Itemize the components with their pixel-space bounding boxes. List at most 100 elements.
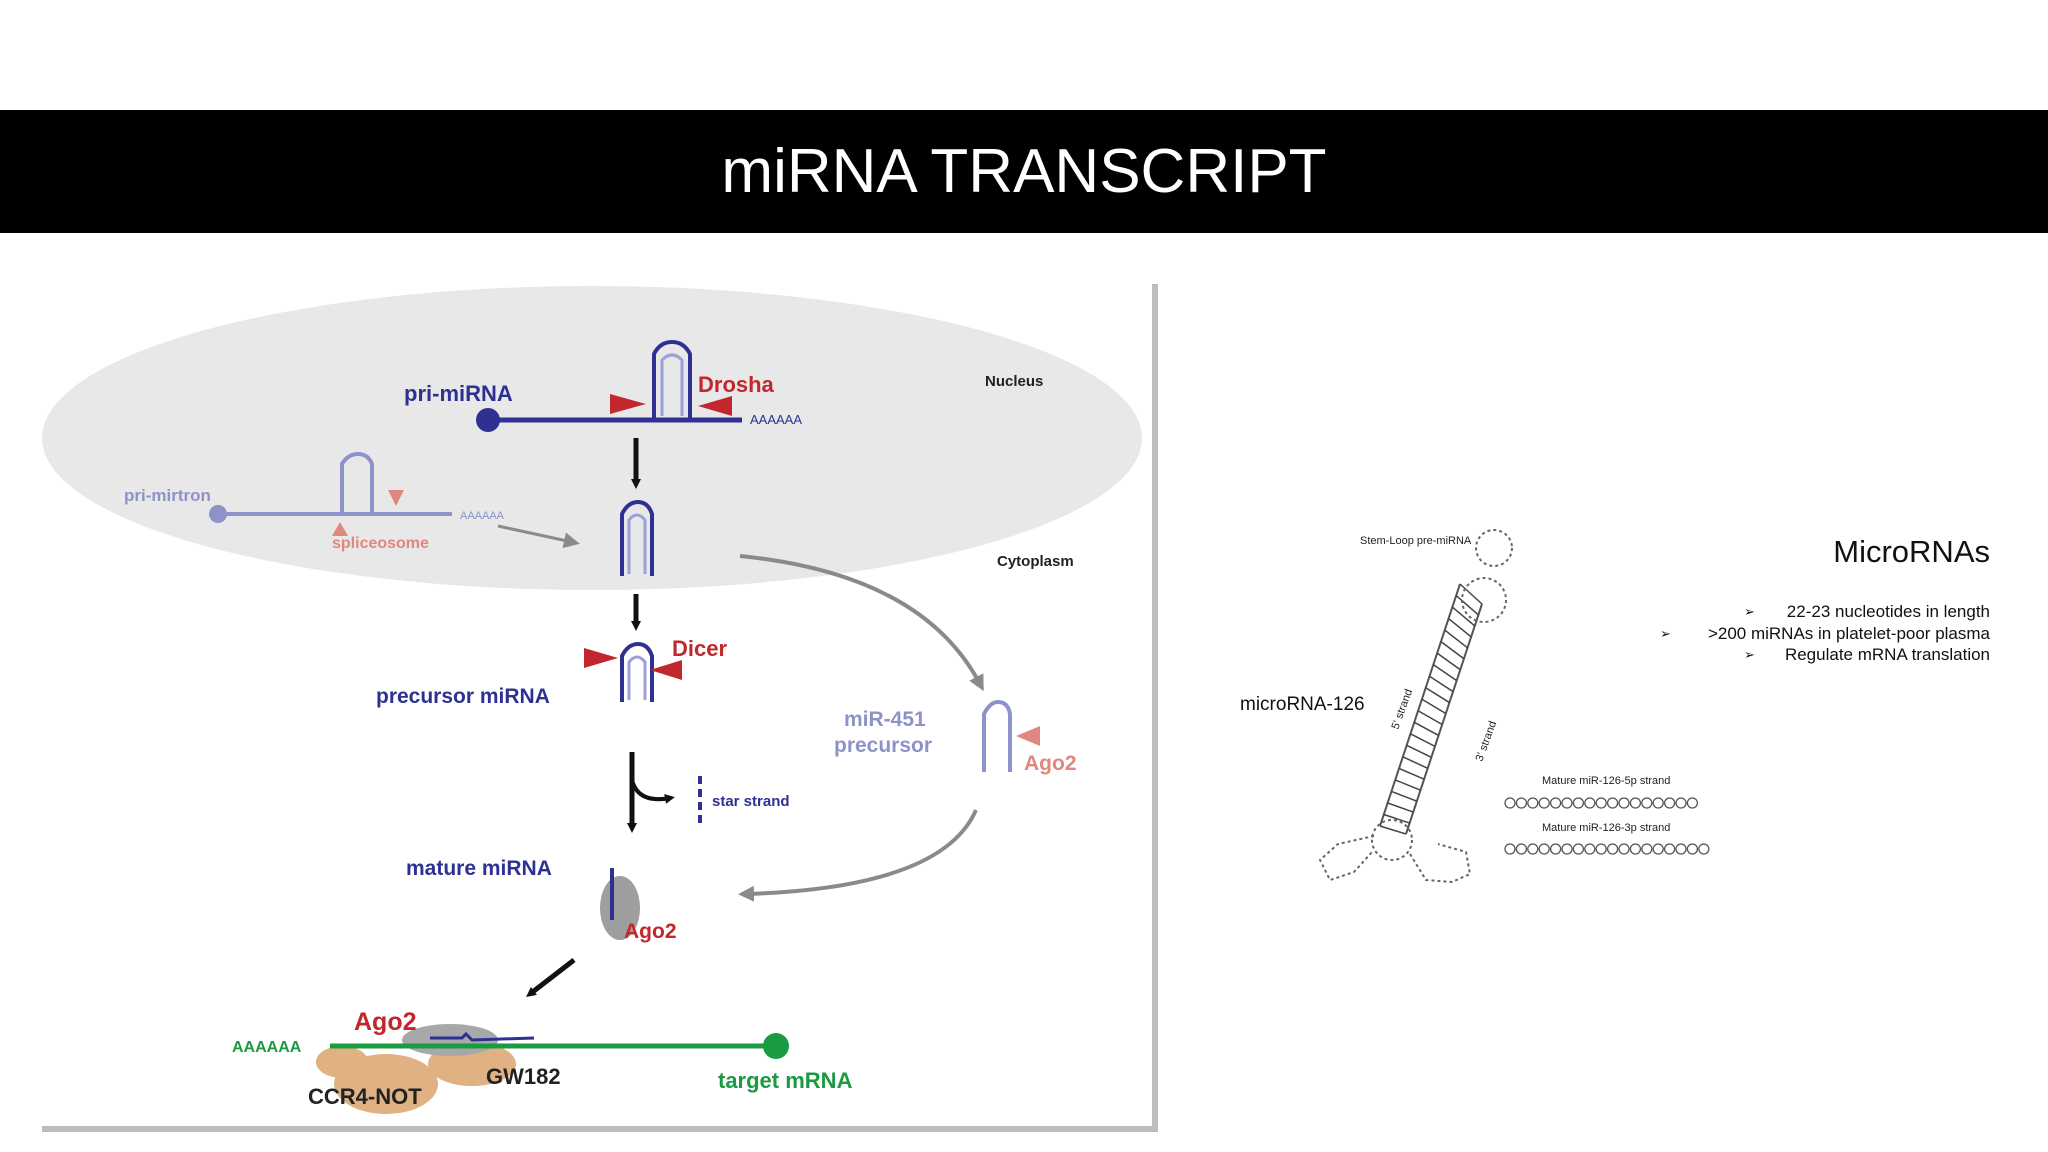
pathway-svg: Nucleus Cytoplasm pri-miRNA Drosha AAAAA… [42,286,1142,1114]
base-pair [1432,664,1458,682]
base-pair [1444,629,1468,649]
nucleotide-bead [1515,797,1528,809]
hairpin-left-arm [1318,835,1375,882]
hairpin-stem [1379,583,1483,835]
spliceosome-label: spliceosome [332,535,429,552]
base-pair [1421,698,1447,715]
ago2-mir451-label: Ago2 [1024,752,1077,775]
hairpin-right-arm [1409,843,1472,884]
nucleotide-bead [1572,843,1585,855]
nucleotide-bead [1618,843,1630,855]
bullet-3-marker-icon: ➢ [1744,647,1755,662]
pri-mirna-label: pri-miRNA [404,381,513,406]
nucleotide-bead [1629,843,1642,855]
base-pair [1413,721,1439,737]
title-bar: miRNA TRANSCRIPT [0,110,2048,233]
nucleotide-bead [1504,797,1516,809]
nucleotide-bead [1572,797,1585,809]
nucleotide-bead [1527,843,1539,855]
ccr4-not-blob-2 [316,1046,368,1078]
arrow-star-strand [630,779,675,804]
base-pair [1425,687,1450,704]
nucleotide-bead [1663,843,1676,855]
strand5-label: 5' strand [1390,688,1416,731]
mirtron-arrow [497,524,580,549]
nucleotide-bead [1629,797,1642,809]
nucleotide-bead [1561,843,1573,855]
nucleotide-bead [1538,797,1550,809]
mir451-label-line2: precursor [834,734,932,757]
nucleotide-bead [1641,797,1653,809]
base-pair [1455,594,1479,616]
hairpin-bottom-loop [1371,819,1413,861]
gw182-label: GW182 [486,1064,561,1089]
ago2-mature-label: Ago2 [624,920,677,943]
precursor-mirna-label: precursor miRNA [376,685,550,708]
base-pair [1417,710,1443,726]
nucleotide-bead [1515,843,1528,855]
target-mrna-cap [763,1033,789,1059]
drosha-label: Drosha [698,372,775,397]
mirtron-splice-site-icon [388,490,404,506]
mature-mirna-label: mature miRNA [406,857,552,880]
base-pair [1406,744,1432,759]
nucleotide-bead [1686,843,1699,855]
base-pair [1387,802,1414,813]
nucleotide-bead [1686,797,1699,809]
base-pair [1383,813,1410,824]
nucleus-region [42,286,1142,590]
nucleotide-bead [1549,797,1562,809]
ago2-target-label: Ago2 [354,1008,417,1036]
base-pair [1410,733,1436,748]
nucleotide-bead [1606,843,1619,855]
hairpin-terminal-loop [1475,529,1513,567]
strand3-label: 3' strand [1474,720,1500,763]
pre-mirna-nuclear [620,499,654,576]
pri-mirna-structure [476,339,742,432]
precursor-mirna-structure [584,641,682,702]
dicer-cleavage-left-icon [584,648,618,668]
mir451-label-line1: miR-451 [844,708,926,731]
nucleotide-bead [1549,843,1562,855]
ago2-mir451-cleavage-icon [1016,726,1040,746]
nucleotide-bead [1504,843,1516,855]
mature5p-label: Mature miR-126-5p strand [1542,775,1670,787]
base-pair [1379,825,1407,835]
nucleotide-bead [1538,843,1550,855]
nucleotide-bead [1527,797,1539,809]
nucleotide-bead [1698,843,1710,855]
target-mrna-label: target mRNA [718,1068,853,1093]
nucleotide-bead [1675,797,1687,809]
microrna-heading: MicroRNAs [1833,534,1990,569]
arrow-to-mir451 [739,554,984,692]
mature5p-sequence [1504,797,1699,809]
base-pair [1394,779,1421,791]
star-strand-label: star strand [712,793,790,810]
ccr4-not-label: CCR4-NOT [308,1084,422,1109]
mature3p-label: Mature miR-126-3p strand [1542,822,1670,834]
base-pair [1429,675,1454,693]
microrna-info-panel: Stem-Loop pre-miRNA microRNA-126 5' stra… [1220,500,2020,920]
stem-loop-label: Stem-Loop pre-miRNA [1360,535,1472,547]
base-pair [1459,583,1483,605]
hairpin-svg: Stem-Loop pre-miRNA microRNA-126 5' stra… [1240,529,1991,884]
base-pair [1402,756,1429,769]
dicer-label: Dicer [672,636,727,661]
base-pair [1436,652,1461,671]
nucleotide-bead [1652,843,1664,855]
bullet-3-text: Regulate mRNA translation [1785,645,1990,664]
arrow-to-target [526,958,576,998]
pri-mirtron-label: pri-mirtron [124,486,211,505]
nucleotide-bead [1584,797,1596,809]
hairpin-base-pairs [1379,583,1483,835]
bullet-1-marker-icon: ➢ [1744,604,1755,619]
base-pair [1391,790,1418,802]
bullet-2-text: >200 miRNAs in platelet-poor plasma [1708,624,1991,643]
nucleotide-bead [1584,843,1596,855]
nucleotide-bead [1675,843,1687,855]
pri-mirtron-structure [209,451,452,536]
nucleotide-bead [1606,797,1619,809]
mirna-pathway-diagram: Nucleus Cytoplasm pri-miRNA Drosha AAAAA… [42,284,1158,1132]
bullet-1-text: 22-23 nucleotides in length [1787,602,1990,621]
polyA-target-label: AAAAAA [232,1039,302,1056]
